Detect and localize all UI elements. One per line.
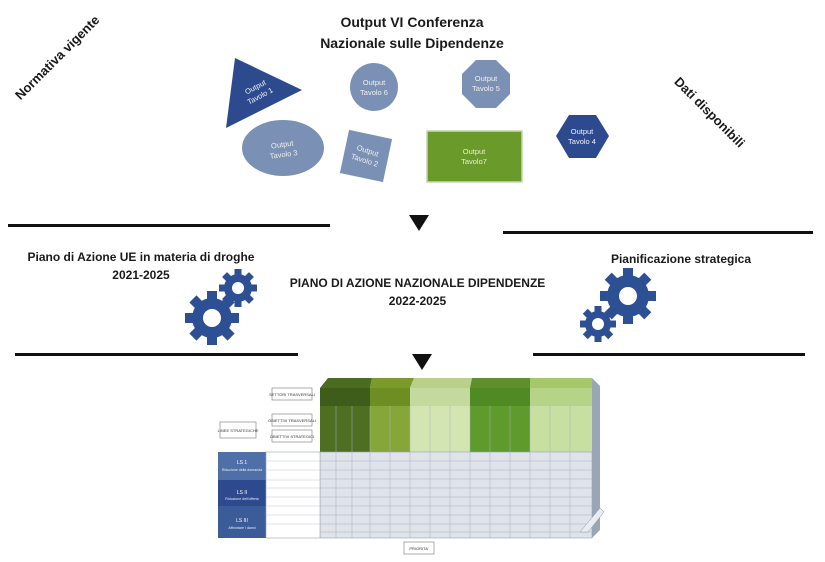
down-arrow-lower xyxy=(412,354,432,370)
callout-settori: SETTORI TRASVERSALI xyxy=(269,392,315,397)
gear-icon xyxy=(580,268,656,342)
strategic-planning-label: Pianificazione strategica xyxy=(610,252,752,266)
title-line-1: Output VI Conferenza xyxy=(340,14,484,30)
row-ls3-label: Affrontare i danni xyxy=(228,526,256,530)
divider-lower-left xyxy=(15,353,298,356)
title-line-2: Nazionale sulle Dipendenze xyxy=(320,35,504,51)
national-plan-label: PIANO DI AZIONE NAZIONALE DIPENDENZE 202… xyxy=(289,276,546,308)
divider-upper-right xyxy=(503,231,813,234)
shape-tavolo2 xyxy=(339,129,393,183)
shape-tavolo4 xyxy=(556,115,609,158)
label-tavolo4: Output Tavolo 4 xyxy=(568,127,596,146)
shape-tavolo3 xyxy=(242,120,324,176)
callout-obiettivi: OBIETTIVI TRASVERSALI xyxy=(268,418,316,423)
label-tavolo7: Output Tavolo7 xyxy=(461,147,487,166)
shape-tavolo6 xyxy=(350,63,398,111)
row-ls3-code: LS III xyxy=(236,518,248,524)
row-ls1-code: LS 1 xyxy=(237,460,248,466)
shape-tavolo5 xyxy=(462,60,510,108)
row-ls2-code: LS II xyxy=(237,490,247,496)
gears-icon-right xyxy=(580,268,656,342)
label-tavolo6: Output Tavolo 6 xyxy=(360,78,388,97)
output-shapes xyxy=(226,58,609,183)
callout-obiettivi-strategici: OBIETTIVI STRATEGICI xyxy=(270,434,314,439)
eu-plan-label: Piano di Azione UE in materia di droghe … xyxy=(27,250,255,282)
gears-icon-left xyxy=(185,269,257,345)
diagram-title: Output VI Conferenza Nazionale sulle Dip… xyxy=(262,12,562,54)
shape-tavolo1 xyxy=(226,58,302,128)
callout-linee: LINEE STRATEGICHE xyxy=(218,428,259,433)
row-ls1-label: Riduzione della domanda xyxy=(222,468,263,472)
divider-lower-right xyxy=(533,353,805,356)
divider-upper-left xyxy=(8,224,330,227)
label-tavolo5: Output Tavolo 5 xyxy=(472,74,500,93)
row-ls2-label: Riduzione dell'offerta xyxy=(225,497,258,501)
callout-priorita: PRIORITA' xyxy=(409,546,429,551)
shape-tavolo7 xyxy=(426,130,523,183)
gear-icon xyxy=(185,269,257,345)
down-arrow-upper xyxy=(409,215,429,231)
action-plan-matrix: LS 1 LS II LS III Riduzione della domand… xyxy=(218,378,605,555)
